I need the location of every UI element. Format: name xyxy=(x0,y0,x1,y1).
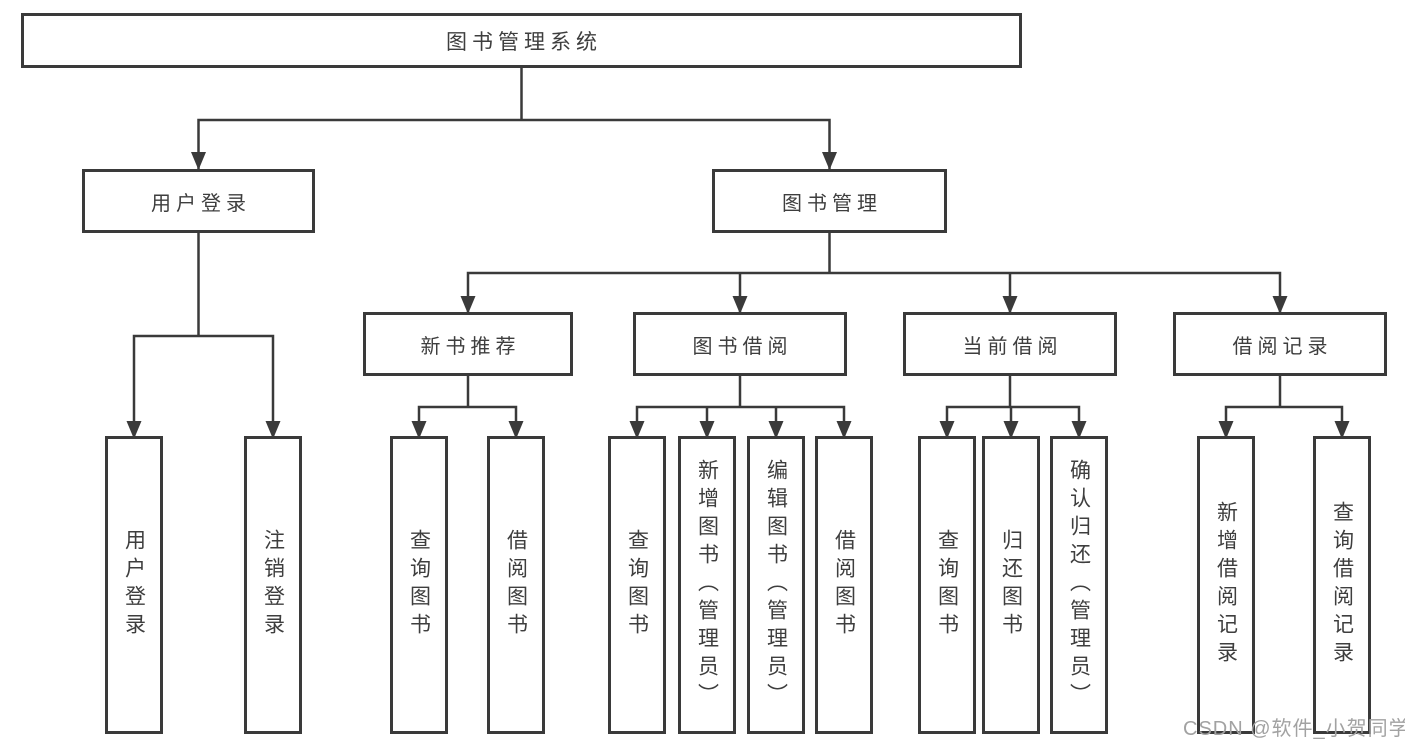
node-label: 确认归还（管理员） xyxy=(1067,459,1091,711)
node-label: 图书管理系统 xyxy=(446,30,602,54)
leaf-add-books-admin: 新增图书（管理员） xyxy=(678,436,736,734)
connector-segments xyxy=(132,68,1344,436)
leaf-user-login: 用户登录 xyxy=(105,436,163,734)
node-label: 用户登录 xyxy=(122,529,146,641)
node-label: 查询借阅记录 xyxy=(1330,501,1354,669)
node-label: 新增图书（管理员） xyxy=(695,459,719,711)
arrowheads xyxy=(126,152,1350,439)
node-library-management-system: 图书管理系统 xyxy=(21,13,1022,68)
node-user-login: 用户登录 xyxy=(82,169,315,233)
leaf-borrow-books-recommend: 借阅图书 xyxy=(487,436,545,734)
node-label: 新书推荐 xyxy=(420,335,521,358)
node-label: 用户登录 xyxy=(151,192,251,215)
node-label: 图书借阅 xyxy=(692,335,793,358)
node-label: 查询图书 xyxy=(625,529,649,641)
node-new-book-recommendation: 新书推荐 xyxy=(363,312,573,376)
node-book-management: 图书管理 xyxy=(712,169,947,233)
watermark: CSDN @软件_小贺同学 xyxy=(1183,718,1405,740)
leaf-query-books-current: 查询图书 xyxy=(918,436,976,734)
node-label: 当前借阅 xyxy=(962,335,1063,358)
leaf-query-borrow-record: 查询借阅记录 xyxy=(1313,436,1371,734)
node-current-borrowing: 当前借阅 xyxy=(903,312,1117,376)
node-label: 新增借阅记录 xyxy=(1214,501,1238,669)
node-label: 归还图书 xyxy=(999,529,1023,641)
node-borrowing-records: 借阅记录 xyxy=(1173,312,1387,376)
node-label: 注销登录 xyxy=(261,529,285,641)
node-label: 借阅图书 xyxy=(832,529,856,641)
node-label: 编辑图书（管理员） xyxy=(764,459,788,711)
node-book-borrowing: 图书借阅 xyxy=(633,312,847,376)
node-label: 借阅记录 xyxy=(1232,335,1333,358)
node-label: 借阅图书 xyxy=(504,529,528,641)
node-label: 图书管理 xyxy=(782,192,882,215)
leaf-borrow-books-borrowing: 借阅图书 xyxy=(815,436,873,734)
leaf-edit-books-admin: 编辑图书（管理员） xyxy=(747,436,805,734)
leaf-logout: 注销登录 xyxy=(244,436,302,734)
node-label: 查询图书 xyxy=(935,529,959,641)
leaf-confirm-return-admin: 确认归还（管理员） xyxy=(1050,436,1108,734)
leaf-query-books-borrowing: 查询图书 xyxy=(608,436,666,734)
leaf-add-borrow-record: 新增借阅记录 xyxy=(1197,436,1255,734)
leaf-return-books: 归还图书 xyxy=(982,436,1040,734)
node-label: 查询图书 xyxy=(407,529,431,641)
leaf-query-books-recommend: 查询图书 xyxy=(390,436,448,734)
